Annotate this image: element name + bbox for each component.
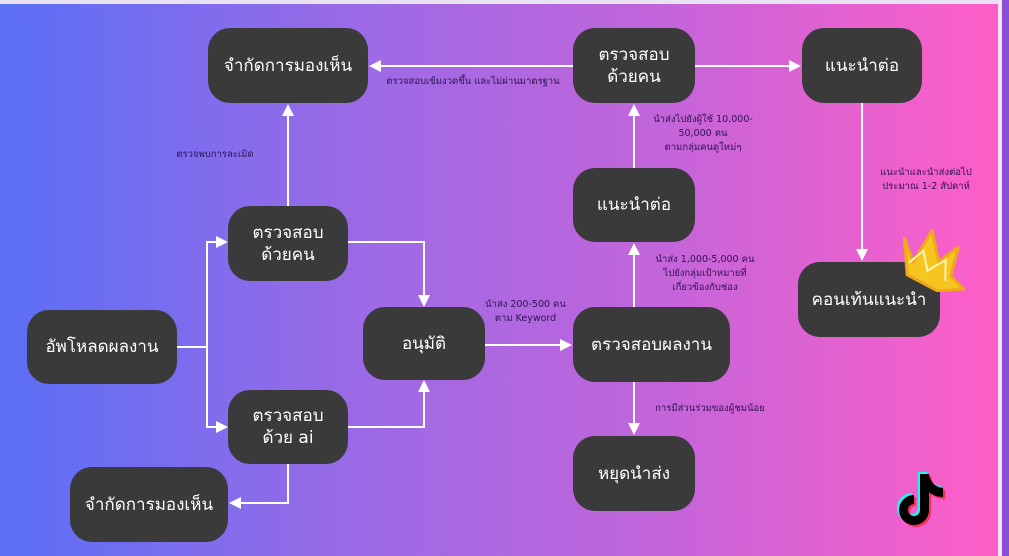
node-ai-review: ตรวจสอบ ด้วย ai [228, 390, 348, 464]
node-limit-visibility-top: จำกัดการมองเห็น [208, 28, 368, 103]
top-border [0, 0, 1000, 4]
node-upload: อัพโหลดผลงาน [27, 310, 177, 384]
arrow-upload-to-ai [206, 347, 228, 433]
label-violation: ตรวจพบการละเมิด [176, 149, 254, 160]
label-low-engagement: การมีส่วนร่วมของผู้ชมน้อย [655, 403, 765, 414]
node-limit-visibility-bottom: จำกัดการมองเห็น [70, 467, 228, 542]
label-send-200: นำส่ง 200-500 คน ตาม Keyword [485, 299, 566, 324]
label-recommend-weeks: แนะนำและนำส่งต่อไป ประมาณ 1-2 สัปดาห์ [880, 167, 972, 192]
arrow-human-to-approve [348, 241, 430, 307]
label-send-10000: นำส่งไปยังผู้ใช้ 10,000- 50,000 คน ตามกล… [653, 114, 753, 153]
node-review-work: ตรวจสอบผลงาน [573, 307, 730, 382]
node-human-review-top: ตรวจสอบ ด้วยคน [573, 28, 695, 103]
node-recommend-top: แนะนำต่อ [802, 28, 922, 103]
arrow-ai-to-approve [348, 380, 430, 428]
node-approve: อนุมัติ [363, 307, 485, 380]
node-human-review-left: ตรวจสอบ ด้วยคน [228, 206, 348, 281]
arrow-upload-to-human [177, 236, 228, 348]
node-recommend-mid: แนะนำต่อ [573, 168, 695, 242]
tiktok-logo-icon [897, 472, 945, 527]
label-stricter: ตรวจสอบเข้มงวดขึ้น และไม่ผ่านมาตรฐาน [386, 76, 560, 87]
label-send-1000: นำส่ง 1,000-5,000 คน ไปยังกลุ่มเป้าหมายท… [655, 254, 755, 293]
node-stop-delivery: หยุดนำส่ง [573, 436, 695, 511]
right-border [998, 0, 1002, 556]
arrow-ai-to-limit [229, 464, 289, 509]
crown-icon [902, 228, 966, 292]
